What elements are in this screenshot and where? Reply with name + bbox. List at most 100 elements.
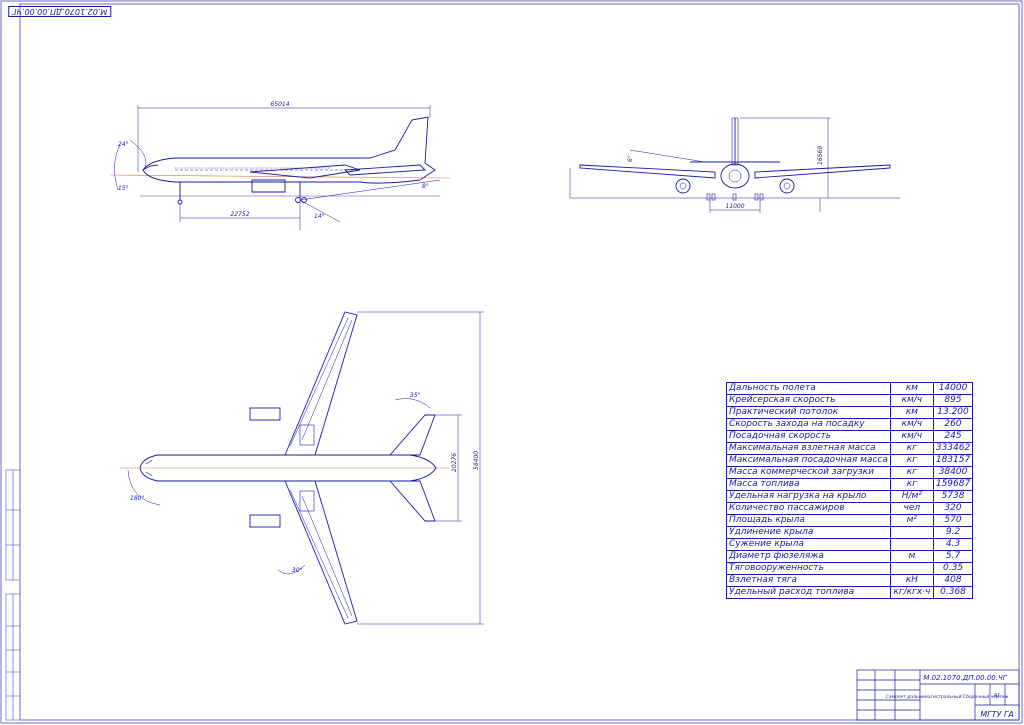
top-fuselage	[139, 454, 437, 482]
title-block-extra: А1	[993, 693, 1001, 699]
side-stabilizer	[343, 164, 427, 176]
spec-value-cell: 5738	[932, 490, 974, 503]
top-view	[120, 311, 484, 625]
side-nose	[142, 164, 159, 171]
corner-code-stamp: М.02.1070.ДП.00.00.ЧГ	[8, 6, 112, 17]
spec-value-cell: 159687	[932, 478, 974, 491]
title-block-name: Самолет дальнемагистральный Сборочный че…	[886, 694, 1010, 700]
spec-value-cell: 0.368	[932, 586, 974, 599]
spec-param-cell: Взлетная тяга	[726, 574, 891, 587]
spec-param-cell: Посадочная скорость	[726, 430, 891, 443]
side-engine	[251, 179, 286, 193]
top-left-wing	[284, 311, 358, 456]
spec-unit-cell	[889, 526, 934, 539]
left-stamp-strip	[5, 469, 21, 721]
spec-value-cell: 260	[932, 418, 974, 431]
top-sweep-angle2: 30°	[292, 567, 303, 574]
spec-unit-cell: Н/м²	[889, 490, 934, 503]
side-main-gear	[295, 197, 301, 203]
spec-value-cell: 570	[932, 514, 974, 527]
spec-param-cell: Максимальная взлетная масса	[726, 442, 891, 455]
top-lower-stabilizer	[389, 480, 436, 522]
side-angle-tail: 8°	[422, 183, 429, 190]
spec-row: Тяговооруженность 0.35	[726, 562, 974, 575]
spec-param-cell: Дальность полета	[726, 382, 891, 395]
side-wheelbase-dim: 22752	[230, 211, 249, 218]
front-view	[569, 117, 900, 213]
spec-unit-cell: м²	[889, 514, 934, 527]
front-left-wing	[579, 164, 716, 179]
front-right-engine	[779, 178, 795, 194]
front-height-dim: 16569	[817, 146, 824, 165]
spec-param-cell: Сужение крыла	[726, 538, 891, 551]
spec-value-cell: 895	[932, 394, 974, 407]
front-dihedral: 6°	[627, 155, 634, 162]
spec-unit-cell: км/ч	[889, 418, 934, 431]
spec-value-cell: 183157	[932, 454, 974, 467]
side-wing	[249, 164, 361, 179]
spec-value-cell: 0.35	[932, 562, 974, 575]
top-upper-stabilizer	[389, 414, 436, 456]
side-angle-down: 15°	[118, 185, 129, 192]
drawing-frame	[19, 3, 1020, 721]
spec-param-cell: Масса топлива	[726, 478, 891, 491]
spec-unit-cell	[889, 538, 934, 551]
spec-unit-cell	[889, 562, 934, 575]
title-block	[856, 669, 1020, 721]
side-view	[109, 105, 451, 230]
side-length-dim: 65014	[270, 101, 289, 108]
front-track-dim: 11000	[725, 203, 744, 210]
spec-value-cell: 245	[932, 430, 974, 443]
front-right-wing	[754, 164, 891, 179]
spec-param-cell: Крейсерская скорость	[726, 394, 891, 407]
spec-unit-cell: чел	[889, 502, 934, 515]
front-left-engine	[675, 178, 691, 194]
top-sweep-angle: 35°	[410, 392, 421, 399]
spec-unit-cell: кН	[889, 574, 934, 587]
top-nose-angle: 180°	[130, 495, 144, 502]
spec-param-cell: Количество пассажиров	[726, 502, 891, 515]
spec-unit-cell: кг/кгх·ч	[889, 586, 934, 599]
top-right-engine	[249, 514, 281, 528]
spec-unit-cell: м	[889, 550, 934, 563]
spec-unit-cell: км	[889, 382, 934, 395]
side-axis-line	[109, 174, 451, 179]
spec-param-cell: Удельная нагрузка на крыло	[726, 490, 891, 503]
title-block-org: МГТУ ГА	[980, 710, 1014, 719]
spec-unit-cell: кг	[889, 478, 934, 491]
spec-param-cell: Тяговооруженность	[726, 562, 891, 575]
spec-unit-cell: кг	[889, 454, 934, 467]
spec-value-cell: 9.2	[932, 526, 974, 539]
title-block-code: М.02.1070.ДП.00.00.ЧГ	[923, 674, 1007, 682]
spec-value-cell: 333462	[932, 442, 974, 455]
spec-param-cell: Масса коммерческой загрузки	[726, 466, 891, 479]
spec-value-cell: 408	[932, 574, 974, 587]
spec-unit-cell: км/ч	[889, 394, 934, 407]
spec-param-cell: Скорость захода на посадку	[726, 418, 891, 431]
front-fuselage	[720, 163, 750, 189]
side-angle-up: 24°	[118, 141, 129, 148]
spec-unit-cell: км	[889, 406, 934, 419]
spec-value-cell: 5.7	[932, 550, 974, 563]
top-left-engine	[249, 407, 281, 421]
top-span-dim: 58400	[473, 451, 480, 470]
spec-value-cell: 13.200	[932, 406, 974, 419]
top-tail-span-dim: 20276	[451, 453, 458, 472]
